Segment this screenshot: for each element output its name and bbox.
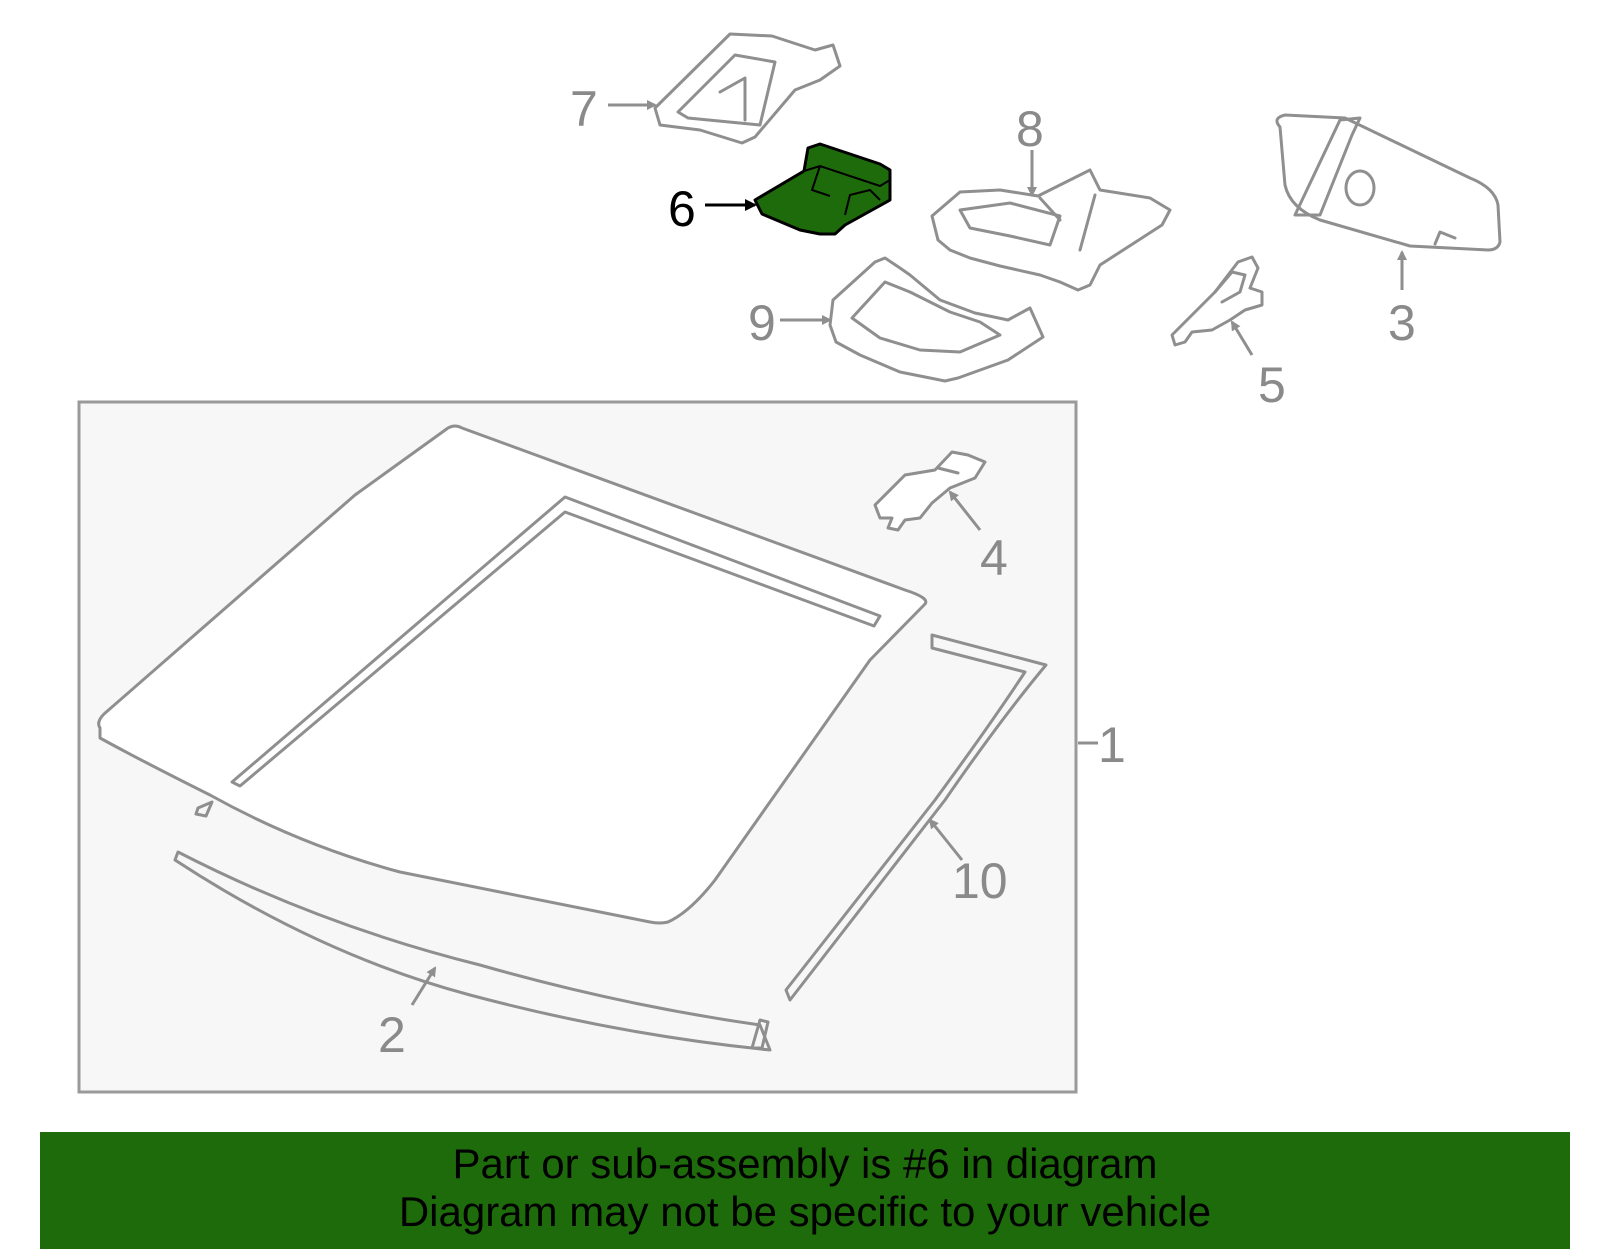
housing-8	[930, 168, 1172, 292]
banner-line-1: Part or sub-assembly is #6 in diagram	[452, 1140, 1158, 1187]
trim-9	[828, 256, 1045, 383]
callout-5: 5	[1258, 357, 1286, 413]
callout-10: 10	[952, 853, 1008, 909]
leader-10	[928, 818, 964, 861]
leader-5	[1230, 320, 1254, 356]
callout-8: 8	[1016, 101, 1044, 157]
callout-3: 3	[1388, 295, 1416, 351]
callout-2: 2	[378, 1007, 406, 1063]
info-banner: Part or sub-assembly is #6 in diagram Di…	[40, 1132, 1570, 1249]
part-6-highlighted	[753, 142, 892, 236]
callout-7: 7	[570, 81, 598, 137]
callout-1: 1	[1098, 717, 1126, 773]
callout-6: 6	[668, 181, 696, 237]
banner-line-2: Diagram may not be specific to your vehi…	[398, 1188, 1212, 1235]
cover-7	[653, 32, 842, 145]
parts-diagram: 7 6 8 3 9 5 4 1 10 2	[77, 32, 1502, 1094]
bracket-4	[873, 450, 987, 532]
callout-9: 9	[748, 295, 776, 351]
windshield-glass	[97, 424, 928, 925]
side-molding	[784, 633, 1048, 1002]
mirror-3	[1275, 113, 1502, 252]
leader-4	[948, 490, 982, 531]
callout-4: 4	[980, 530, 1008, 586]
sensor-5	[1170, 255, 1264, 347]
leader-2	[410, 966, 437, 1006]
lower-molding	[173, 850, 772, 1052]
